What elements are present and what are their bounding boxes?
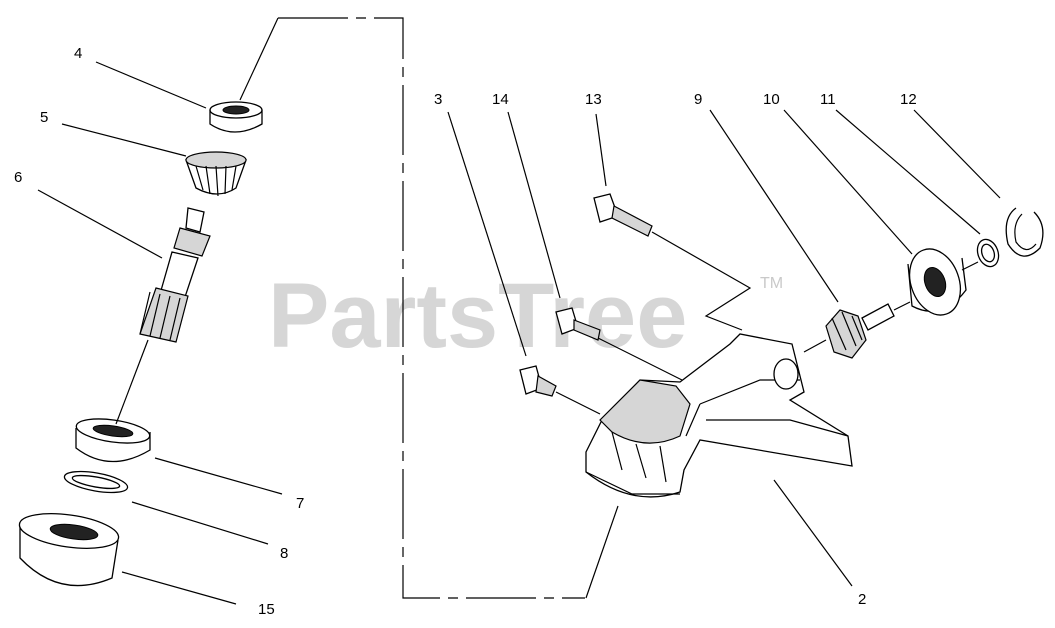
callout-15: 15 <box>258 601 275 618</box>
callout-11: 11 <box>820 91 836 108</box>
part-14-bolt[interactable] <box>555 307 601 341</box>
callout-2: 2 <box>858 591 866 608</box>
callout-12: 12 <box>900 91 917 108</box>
part-3-bolt[interactable] <box>519 365 557 397</box>
callout-5: 5 <box>40 109 48 126</box>
callout-7: 7 <box>296 495 304 512</box>
callout-labels: 4 5 6 7 8 15 3 14 13 9 10 11 12 2 <box>14 45 917 618</box>
part-11-retaining-ring[interactable] <box>974 236 1002 269</box>
callout-14: 14 <box>492 91 509 108</box>
part-6-drive-shaft[interactable] <box>139 207 211 343</box>
part-4-bearing[interactable] <box>209 101 263 133</box>
part-2-gear-housing[interactable] <box>585 333 853 498</box>
part-9-pinion-gear[interactable] <box>825 303 895 359</box>
watermark-trademark: TM <box>760 275 783 292</box>
part-15-collar[interactable] <box>17 508 120 587</box>
assembly-bracket <box>278 17 585 599</box>
shaft-alignment-line <box>115 339 149 425</box>
callout-6: 6 <box>14 169 22 186</box>
callout-9: 9 <box>694 91 702 108</box>
part-12-circlip[interactable] <box>1005 207 1044 257</box>
callout-8: 8 <box>280 545 288 562</box>
callout-3: 3 <box>434 91 442 108</box>
part-13-bolt[interactable] <box>593 193 653 237</box>
callout-10: 10 <box>763 91 780 108</box>
leader-lines <box>37 17 1001 605</box>
callout-4: 4 <box>74 45 82 62</box>
alignment-lines <box>555 231 979 415</box>
watermark-text: PartsTree <box>268 265 687 367</box>
callout-13: 13 <box>585 91 602 108</box>
part-8-retaining-ring[interactable] <box>63 468 129 497</box>
part-5-bevel-gear[interactable] <box>185 151 247 197</box>
part-10-bearing[interactable] <box>901 242 969 322</box>
part-7-bearing[interactable] <box>75 415 151 463</box>
